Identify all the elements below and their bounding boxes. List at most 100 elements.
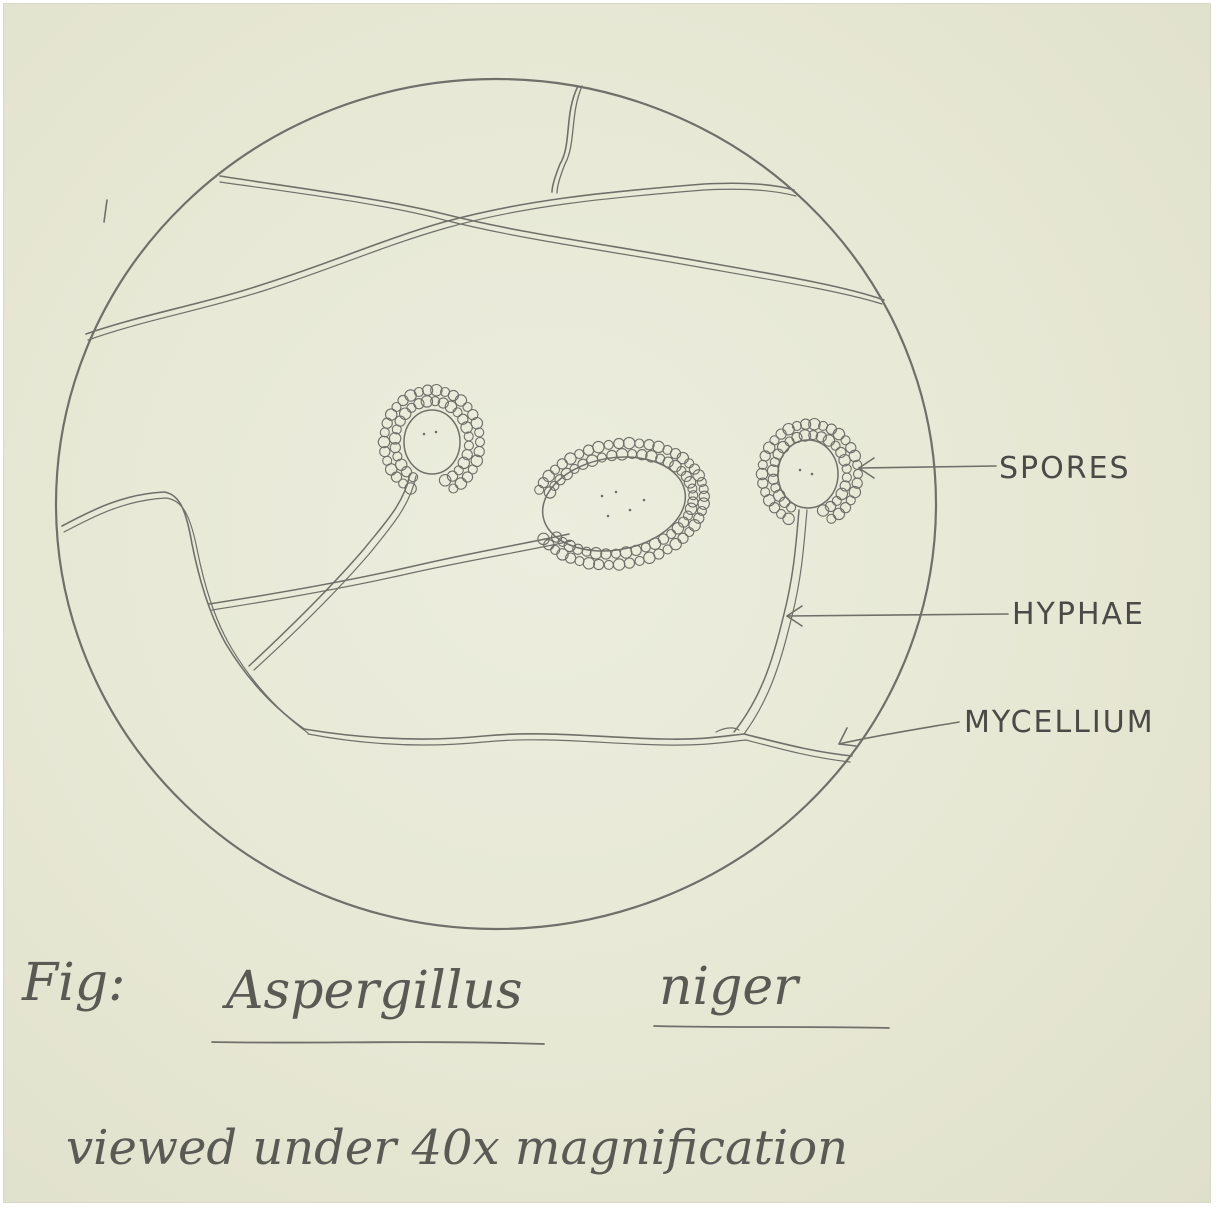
spore [414,399,424,409]
diagram-canvas: SPORES HYPHAE MYCELLIUM Fig: Aspergillus… [4,4,1210,1202]
cytoplasm-dot [629,509,632,512]
spore [607,450,617,460]
spore [544,487,555,498]
spore [649,538,660,549]
spore [785,437,794,446]
cytoplasm-dot [601,495,604,498]
spore [453,408,462,417]
caption-prefix: Fig: [21,953,126,1013]
spore [604,440,613,449]
mycelium-left-branch [62,492,304,729]
spore-head-left [404,410,460,474]
spore [826,424,836,434]
spore [575,450,584,459]
paper-sheet: SPORES HYPHAE MYCELLIUM Fig: Aspergillus… [4,4,1210,1202]
spore [382,418,392,428]
cytoplasm-dot [799,469,802,472]
spore [594,559,604,569]
spore [840,503,850,513]
spore [832,496,841,505]
caption-line2: viewed under 40x magnification [66,1120,848,1176]
spore [688,484,697,493]
stalk-middle-b [212,541,571,610]
cytoplasm-dot [423,433,426,436]
spore [575,557,584,566]
mycellium-pointer [839,722,959,746]
spore [827,514,836,523]
spore [658,534,668,544]
spore [644,552,655,563]
spore [380,428,389,437]
mycelium-base [304,729,852,756]
spore [624,437,635,448]
spore [688,497,698,507]
spore [449,484,458,493]
label-hyphae: HYPHAE [1012,597,1145,632]
caption-species: niger [659,957,801,1017]
spore [590,548,601,559]
spore [378,436,389,447]
spore [684,477,695,488]
spore [678,533,688,543]
spore [614,438,624,448]
spore [535,485,544,494]
spore [583,558,594,569]
spore [448,390,458,400]
label-spores: SPORES [999,451,1131,486]
spore [761,488,770,497]
spore [593,441,604,452]
spore [774,490,785,501]
spore [391,472,401,482]
spore [685,528,694,537]
stalk-left-b [254,476,416,670]
spore [616,449,627,460]
stalk-right [734,510,799,732]
spore [624,558,634,568]
spore [854,470,863,479]
caption-genus: Aspergillus [222,961,523,1021]
spore [631,545,641,555]
spore [393,452,402,461]
spore [462,472,472,482]
spore [475,428,484,437]
spore [672,523,683,534]
spore [461,422,472,433]
spore [613,559,624,570]
spore [407,403,416,412]
spore [783,513,794,524]
spore [778,441,789,452]
spore [400,408,411,419]
spore [476,438,485,447]
stalk-middle [209,534,569,604]
spores-group [378,385,862,571]
cytoplasm-dot [643,499,646,502]
spore [635,439,644,448]
spore [395,416,405,426]
spore [557,459,567,469]
spore [543,470,554,481]
spore [792,432,802,442]
label-mycellium: MYCELLIUM [964,705,1155,740]
spore [582,547,591,556]
spore [635,556,644,565]
spore [401,467,411,477]
hypha-strand-diag-2b [88,189,796,340]
spore [464,441,473,450]
spore [769,503,779,513]
hypha-strand-vertical-2 [557,86,582,193]
species-underline [654,1026,889,1028]
hypha-strand-vertical [552,86,578,192]
spore [833,428,844,439]
genus-underline [212,1042,544,1044]
mycelium-left-branch-b [64,498,308,733]
cytoplasm-dot [607,515,610,518]
spore [604,560,613,569]
spore [679,517,689,527]
stalk-right-b [744,510,807,734]
spore [787,503,796,512]
spore [383,456,392,465]
spore [455,395,466,406]
hypha-strand-diag-1 [220,176,884,300]
cytoplasm-dot [811,473,814,476]
cytoplasm-dot [615,491,618,494]
